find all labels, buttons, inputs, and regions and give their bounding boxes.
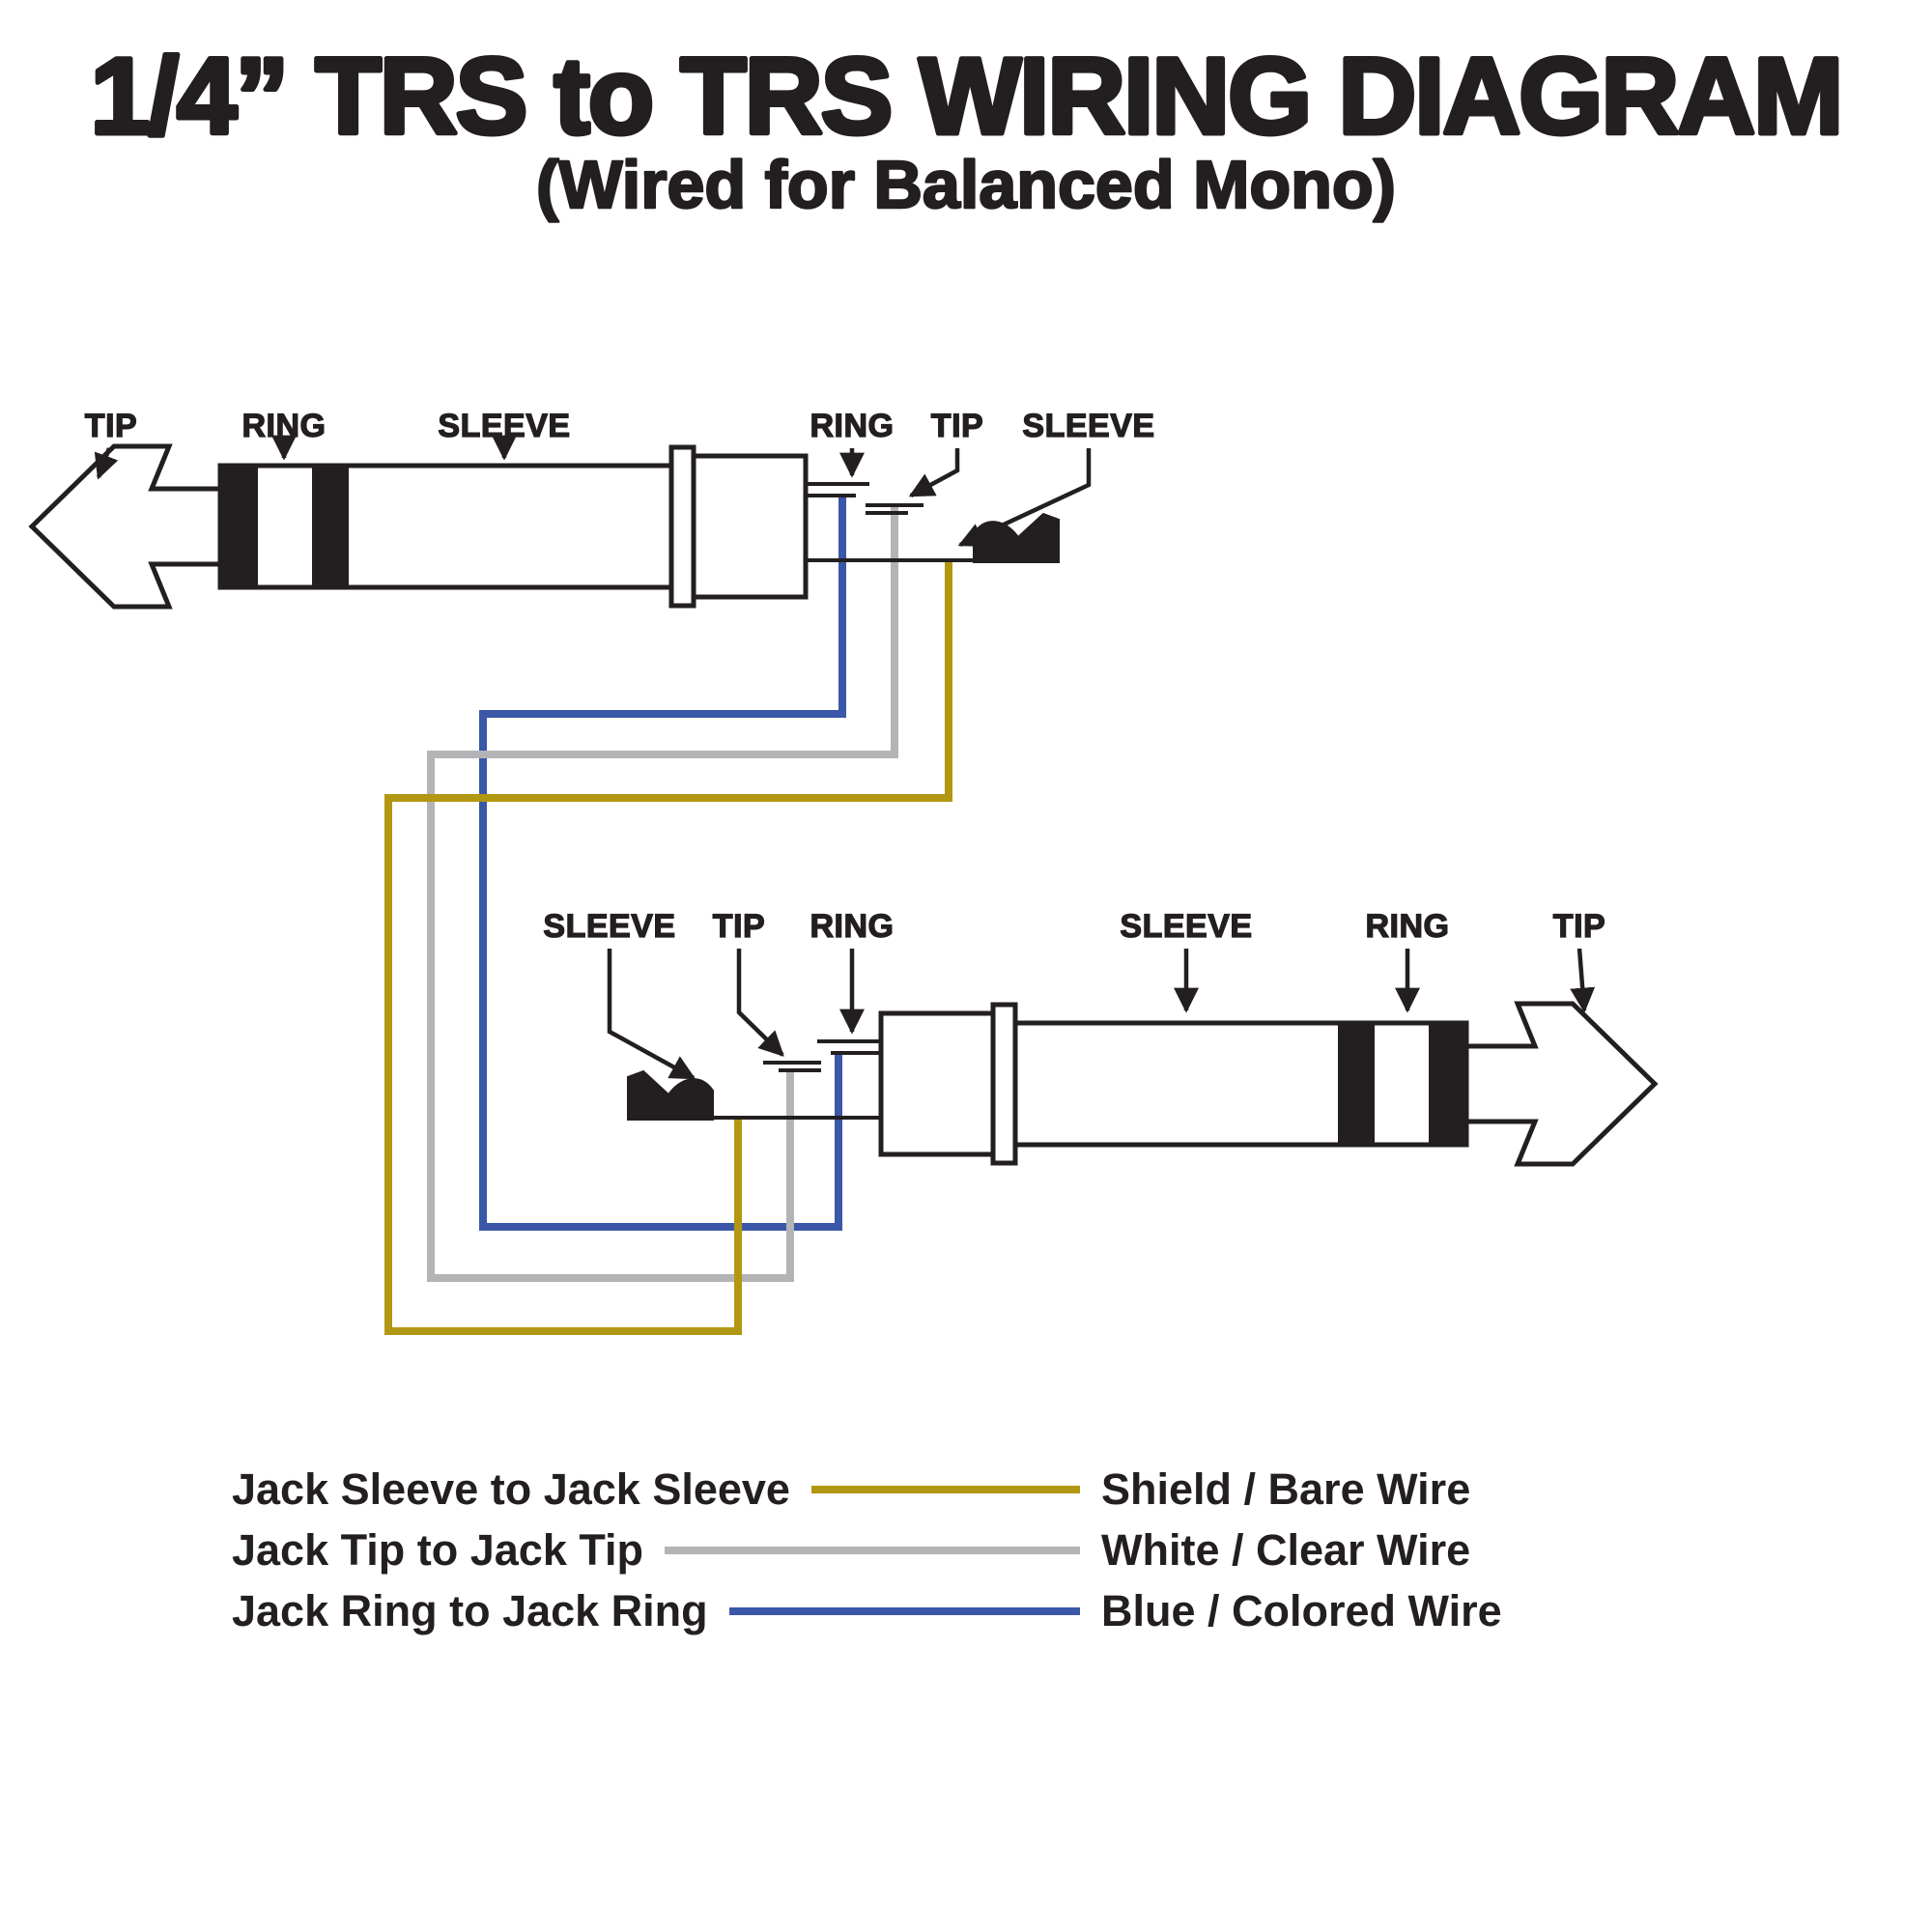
legend-connection-label: Jack Sleeve to Jack Sleeve [232, 1464, 790, 1514]
legend-row-ring: Jack Ring to Jack Ring Blue / Colored Wi… [232, 1586, 1517, 1636]
wire-blue-ring-to-ring [479, 496, 846, 1231]
bottom-plug-ring-label: RING [1366, 908, 1450, 945]
page-title: 1/4” TRS to TRS WIRING DIAGRAM [91, 36, 1842, 156]
wires [384, 496, 952, 1335]
legend-connection-label: Jack Tip to Jack Tip [232, 1525, 644, 1575]
sleeve-terminal-callout-arrow [607, 949, 696, 1080]
tip-terminal-callout-arrow [908, 448, 960, 497]
bottom-plug-tip-terminal-label: TIP [713, 908, 765, 945]
top-plug-tip-label: TIP [85, 408, 137, 444]
sleeve-terminal-callout-arrow [957, 448, 1092, 548]
tip-callout-arrow [1570, 948, 1596, 1013]
legend-row-tip: Jack Tip to Jack Tip White / Clear Wire [232, 1525, 1517, 1576]
top-plug [32, 446, 1059, 607]
page-subtitle: (Wired for Balanced Mono) [536, 147, 1396, 222]
legend-row-sleeve: Jack Sleeve to Jack Sleeve Shield / Bare… [232, 1464, 1517, 1515]
legend: Jack Sleeve to Jack Sleeve Shield / Bare… [232, 1464, 1517, 1647]
legend-wire-type-label: White / Clear Wire [1101, 1525, 1471, 1575]
blue-wire-color-line [728, 1607, 1080, 1615]
bottom-plug-sleeve-terminal-label: SLEEVE [543, 908, 675, 945]
top-plug-ring-label: RING [242, 408, 327, 444]
top-plug-tip-terminal-label: TIP [931, 408, 983, 444]
legend-connection-label: Jack Ring to Jack Ring [232, 1586, 708, 1635]
bottom-plug-callouts: SLEEVE TIP RING SLEEVE RING TIP [543, 907, 1605, 1080]
top-plug-callouts: TIP RING SLEEVE RING TIP SLEEVE [84, 407, 1155, 548]
bottom-plug-sleeve-label: SLEEVE [1120, 908, 1252, 945]
legend-wire-type-label: Blue / Colored Wire [1101, 1586, 1502, 1635]
wire-shield-sleeve-to-sleeve [384, 560, 952, 1335]
shield-wire-color-line [810, 1486, 1080, 1493]
legend-wire-type-label: Shield / Bare Wire [1101, 1464, 1471, 1514]
tip-terminal-callout-arrow [736, 949, 784, 1057]
white-wire-color-line [665, 1547, 1080, 1554]
tip-callout-arrow [94, 447, 119, 480]
bottom-plug-ring-terminal-label: RING [810, 908, 895, 945]
top-plug-sleeve-terminal-label: SLEEVE [1022, 408, 1154, 444]
top-plug-ring-terminal-label: RING [810, 408, 895, 444]
bottom-plug [628, 1004, 1655, 1164]
bottom-plug-tip-label: TIP [1553, 908, 1605, 945]
wire-white-tip-to-tip [427, 507, 898, 1282]
top-plug-sleeve-label: SLEEVE [438, 408, 570, 444]
